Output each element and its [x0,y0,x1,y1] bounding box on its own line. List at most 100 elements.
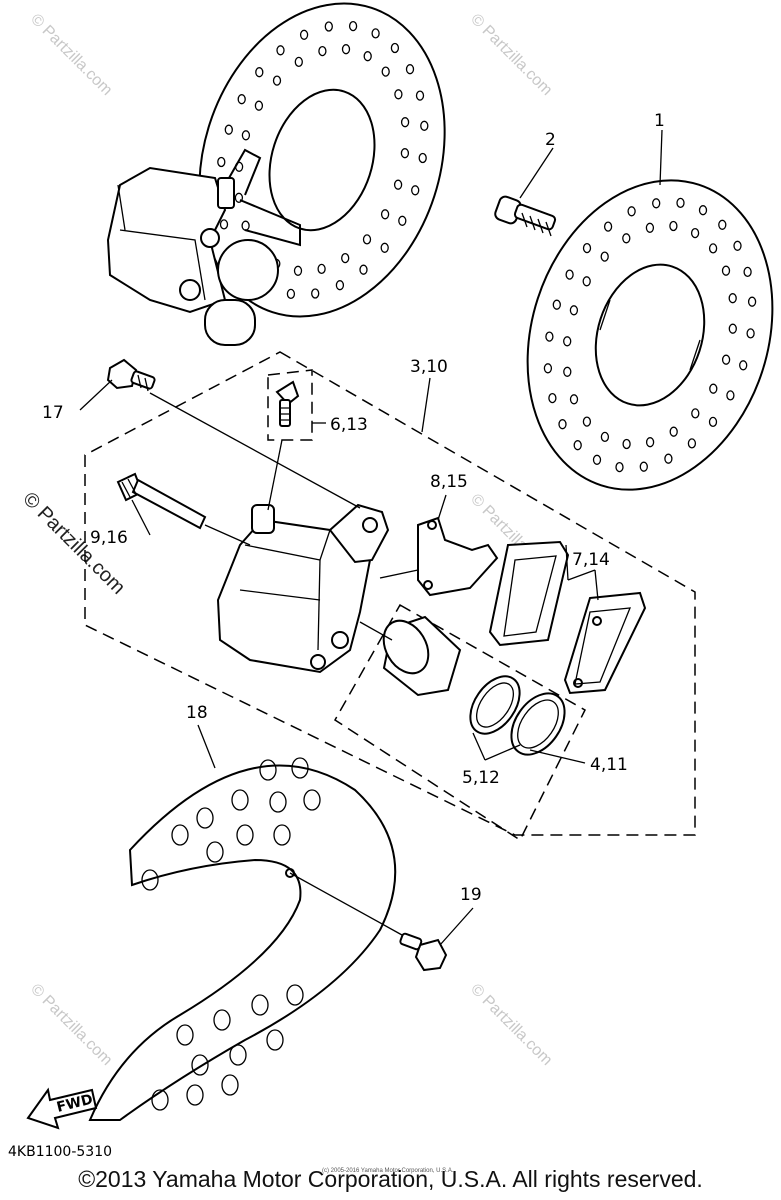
vent-hole [669,426,678,437]
vent-hole [565,269,574,280]
vent-hole [669,220,678,232]
vent-hole [217,156,226,168]
guard-hole [266,1029,284,1051]
guard-hole [251,994,269,1016]
vent-hole [563,336,572,347]
caliper-pin-illustration [116,472,207,530]
disc-bolt-illustration [494,195,557,237]
piston-kit-outline [333,603,586,842]
vent-hole [224,124,233,135]
caliper-body-illustration [149,392,390,674]
vent-hole [563,366,572,377]
callout-7-14: 7,14 [572,550,610,570]
leader-lines [79,129,663,946]
vent-hole [335,280,345,291]
bleed-screw-outline [267,369,313,441]
disc-guard-holes [141,757,321,1111]
vent-hole [380,242,389,253]
assembled-disc [198,2,446,318]
guard-hole [273,824,291,846]
guard-hole [176,1024,194,1046]
vent-hole [747,296,757,307]
vent-hole [393,179,403,190]
copyright-footer: ©2013 Yamaha Motor Corporation, U.S.A. A… [78,1166,703,1192]
vent-hole [241,130,251,141]
assembled-caliper-bracket [217,239,279,301]
vent-hole [415,90,425,101]
vent-hole [381,66,390,77]
guard-hole [269,791,287,813]
vent-hole [582,242,592,254]
guard-hole [141,869,159,891]
guard-hole [291,757,309,779]
vent-hole [622,233,631,244]
callout-6-13: 6,13 [330,415,368,435]
vent-hole [380,209,390,220]
vent-hole [709,383,718,394]
brake-disc-illustration [526,179,774,491]
vent-hole [311,288,320,299]
vent-hole [341,252,350,264]
vent-hole [318,45,327,57]
assembled-caliper-piston [204,299,256,346]
vent-hole [676,197,685,209]
guard-hole [151,1089,169,1111]
vent-hole [569,305,579,316]
vent-hole [743,266,752,278]
vent-hole [592,454,602,465]
vent-hole [622,438,631,450]
vent-hole [219,219,229,230]
guard-hole [229,1044,247,1066]
vent-hole [558,419,567,430]
callout-8-15: 8,15 [430,472,468,492]
vent-hole [341,44,351,55]
vent-hole [726,390,735,401]
guard-hole [213,1009,231,1031]
brake-pad-outer [563,591,647,695]
tiny-copyright-notice: (c) 2005-2016 Yamaha Motor Corporation, … [322,1168,454,1174]
vent-hole [645,437,655,448]
vent-hole [286,288,296,300]
callout-1: 1 [654,111,665,131]
vent-hole [272,75,282,86]
vent-hole [390,42,400,54]
callout-19: 19 [460,885,482,905]
vent-hole [746,328,755,339]
vent-hole [371,28,380,39]
callout-18: 18 [186,703,208,723]
callout-9-16: 9,16 [90,528,128,548]
vent-hole [400,117,410,128]
guard-hole [186,1084,204,1106]
vent-hole [600,431,610,443]
vent-hole [721,265,731,276]
pad-spring-illustration [379,516,499,597]
vent-hole [582,276,591,287]
vent-hole [234,192,244,203]
watermark-text: © Partzilla.com [467,981,555,1069]
vent-hole [615,461,624,473]
vent-hole [639,461,648,472]
caliper-bolt-17-illustration [106,358,156,392]
vent-hole [690,227,700,239]
vent-hole [708,416,718,428]
vent-hole [600,251,609,262]
brake-disc [526,179,774,491]
callout-labels: 1 2 3,10 6,13 17 8,15 7,14 9,16 18 4,11 … [42,111,665,905]
vent-hole [664,453,673,464]
caliper-assembly-outline [84,351,696,836]
vent-hole [299,29,309,40]
vent-hole [718,219,727,230]
guard-hole [286,984,304,1006]
watermark-text: © Partzilla.com [27,11,115,99]
diagram-code: 4KB1100-5310 [8,1144,112,1160]
piston-seal [469,675,521,735]
vent-hole [254,100,264,111]
watermark-text: © Partzilla.com [27,981,115,1069]
vent-hole [721,354,731,365]
vent-hole [420,120,429,131]
vent-hole [545,331,554,342]
brake-disc-hub [594,263,706,407]
vent-hole [294,56,303,68]
vent-hole [627,206,636,217]
bleed-screw-illustration [275,380,300,427]
